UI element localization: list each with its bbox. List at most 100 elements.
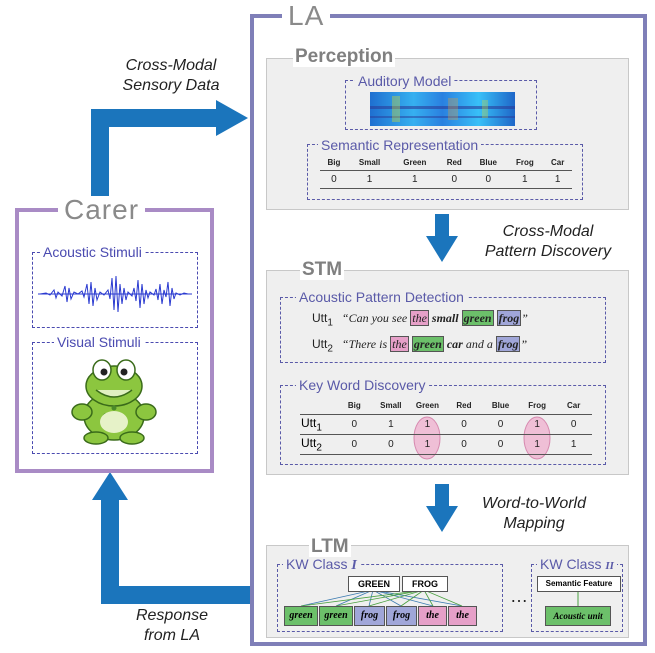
utt-word-frog: frog xyxy=(495,336,521,352)
arrow-label-to-la: Cross-Modal Sensory Data xyxy=(98,56,244,96)
semantic-header: Big xyxy=(327,157,341,167)
kw-header: Big xyxy=(347,401,361,411)
kw-green-box: GREEN xyxy=(348,576,400,592)
kw-value: 0 xyxy=(570,418,577,430)
semantic-value: 0 xyxy=(485,173,492,185)
arrow-stm-ltm xyxy=(426,506,458,532)
semantic-feature-box: Semantic Feature xyxy=(537,576,621,592)
carer-title: Carer xyxy=(58,196,146,224)
frog-icon xyxy=(71,359,157,445)
kw-row-label: Utt1 xyxy=(300,414,336,434)
arrow-label-word-to-world: Word-to-World Mapping xyxy=(464,494,604,534)
arrow-to-carer xyxy=(101,498,252,604)
utt-text: “Can you see xyxy=(341,311,411,325)
kw-value: 0 xyxy=(388,439,394,451)
arrow-to-la-head xyxy=(216,100,248,136)
semantic-header: Blue xyxy=(479,157,497,167)
utt-text: ” xyxy=(520,337,528,351)
arrow-label-line: Cross-Modal xyxy=(502,223,594,240)
leaf-the: the xyxy=(448,606,477,626)
arrow-label-pattern-discovery: Cross-Modal Pattern Discovery xyxy=(462,222,634,262)
acoustic-stimuli-title: Acoustic Stimuli xyxy=(40,245,145,259)
semantic-header: Car xyxy=(550,157,565,167)
stm-title: STM xyxy=(300,259,345,280)
utt-tag: Utt2 xyxy=(312,337,333,354)
kw-value: 1 xyxy=(534,418,540,430)
utt-word-car: car xyxy=(446,337,463,351)
kw-class-label: KW Class xyxy=(286,556,352,572)
perception-title: Perception xyxy=(293,46,396,67)
acoustic-unit-box: Acoustic unit xyxy=(545,606,611,626)
kw-value: 0 xyxy=(497,418,504,430)
utt-sub: 1 xyxy=(316,421,322,433)
utt-sub: 2 xyxy=(316,442,322,454)
semantic-value: 1 xyxy=(366,173,373,185)
utterance-1: Utt1 “Can you see the small green frog” xyxy=(312,310,528,329)
utt-tag: Utt1 xyxy=(312,311,333,329)
stm-panel xyxy=(266,270,629,475)
acoustic-pattern-detection-title: Acoustic Pattern Detection xyxy=(296,290,467,304)
semantic-header: Small xyxy=(358,157,381,167)
kw-value: 0 xyxy=(351,418,358,430)
kw-value: 1 xyxy=(534,439,540,451)
utt-word-the: the xyxy=(390,336,409,352)
semantic-header: Frog xyxy=(515,157,534,167)
kw-class-roman: II xyxy=(605,560,614,572)
spectrogram-image xyxy=(370,92,515,126)
utt-label: Utt xyxy=(301,435,317,450)
leaf-green: green xyxy=(284,606,318,626)
utt-sub: 1 xyxy=(327,317,333,329)
la-title: LA xyxy=(282,2,331,30)
ellipsis: … xyxy=(510,586,528,606)
utt-text: “There is xyxy=(341,337,391,351)
leaf-green: green xyxy=(319,606,353,626)
utt-label: Utt xyxy=(312,311,328,325)
kw-header: Blue xyxy=(491,401,510,411)
semantic-table: Big Small Green Red Blue Frog Car 0 1 1 … xyxy=(320,155,572,189)
kw-class-label: KW Class xyxy=(540,556,606,572)
utterance-2: Utt2 “There is the green car and a frog” xyxy=(312,336,528,354)
leaf-frog: frog xyxy=(386,606,417,626)
arrow-label-line: Word-to-World xyxy=(481,495,586,512)
semantic-header: Green xyxy=(403,157,427,167)
kw-value: 1 xyxy=(424,418,431,430)
kw-frog-box: FROG xyxy=(402,576,448,592)
arrow-label-line: Pattern Discovery xyxy=(484,243,612,260)
semantic-header: Red xyxy=(446,157,462,167)
semantic-representation-title: Semantic Representation xyxy=(318,138,482,152)
arrow-label-to-carer: Response from LA xyxy=(112,606,232,646)
arrow-to-la xyxy=(91,109,218,210)
key-word-discovery-title: Key Word Discovery xyxy=(296,378,429,392)
kw-value: 0 xyxy=(351,439,358,451)
kw-class-roman: I xyxy=(351,558,357,573)
arrow-label-line: from LA xyxy=(143,627,200,644)
semantic-value: 0 xyxy=(331,173,337,185)
kw-value: 0 xyxy=(497,439,504,451)
utt-word-green: green xyxy=(411,336,444,352)
ltm-title: LTM xyxy=(309,536,351,557)
semantic-value: 1 xyxy=(522,173,528,185)
kw-value: 0 xyxy=(461,439,467,451)
leaf-frog: frog xyxy=(354,606,385,626)
semantic-value: 0 xyxy=(451,173,458,185)
kw-value: 1 xyxy=(570,439,577,451)
leaf-the: the xyxy=(418,606,447,626)
utt-label: Utt xyxy=(301,415,317,430)
utt-word-green: green xyxy=(461,310,494,326)
kw-class-2-title: KW Class II xyxy=(537,557,617,573)
arrow-label-line: Sensory Data xyxy=(122,77,220,94)
kw-header: Car xyxy=(567,401,581,411)
utt-text: and a xyxy=(462,337,496,351)
kw-value: 1 xyxy=(424,439,431,451)
utt-word-the: the xyxy=(410,310,429,326)
arrow-label-line: Response xyxy=(135,607,209,624)
kw-class-1-box xyxy=(277,564,503,632)
utt-word-frog: frog xyxy=(496,310,522,326)
kw-value: 1 xyxy=(388,418,394,430)
kw-header: Green xyxy=(415,401,439,411)
kw-value: 0 xyxy=(461,418,467,430)
kw-header: Frog xyxy=(528,401,546,411)
kw-class-1-title: KW Class I xyxy=(283,557,360,573)
